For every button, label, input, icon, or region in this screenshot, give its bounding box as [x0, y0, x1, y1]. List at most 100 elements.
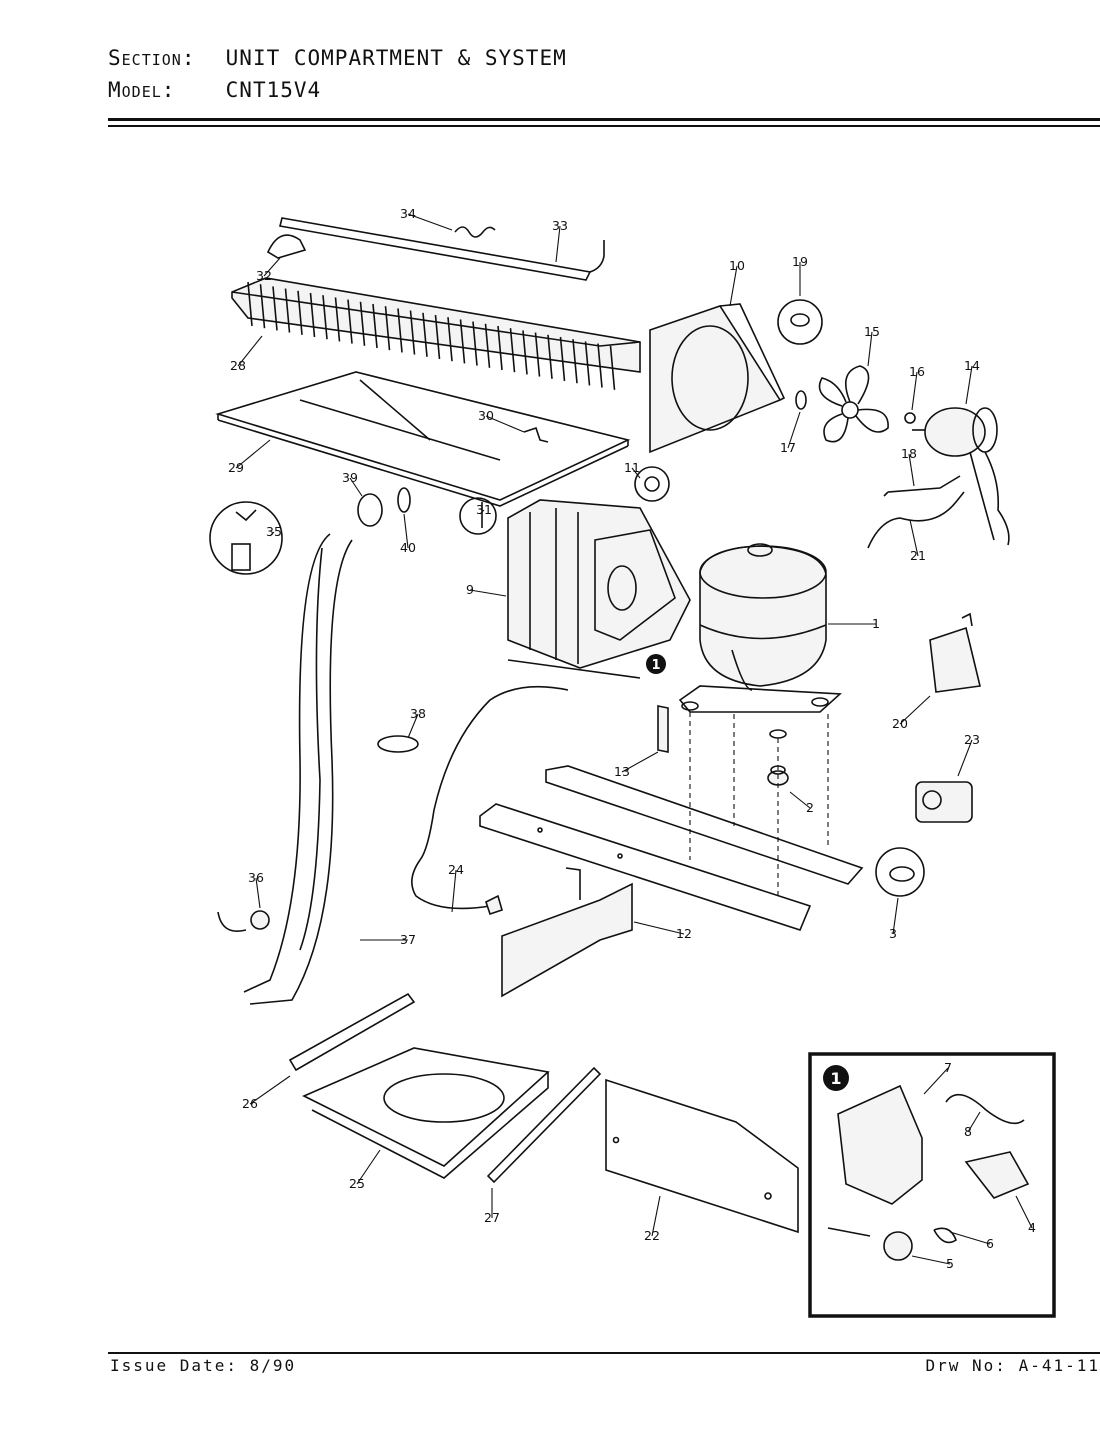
callout-3: 3	[889, 926, 897, 941]
callout-37: 37	[400, 932, 416, 947]
callout-leader-6	[949, 1231, 991, 1245]
inset-marker-main-label: 1	[651, 658, 660, 673]
inset-marker-box	[823, 1065, 849, 1091]
callout-10: 10	[729, 258, 745, 273]
callout-leader-12	[633, 921, 685, 935]
drain-grommet	[357, 493, 383, 527]
header-section-row: Section: UNIT COMPARTMENT & SYSTEM	[108, 46, 567, 70]
callout-leader-21	[909, 519, 919, 557]
callout-9: 9	[466, 582, 474, 597]
power-cord	[411, 685, 569, 910]
callout-leader-18	[908, 453, 915, 487]
callout-30: 30	[478, 408, 494, 423]
callout-leader-8	[967, 1111, 981, 1133]
callout-leader-38	[407, 713, 419, 739]
callout-leader-39	[349, 477, 363, 497]
cord-plug	[485, 894, 503, 916]
callout-16: 16	[909, 364, 925, 379]
mounting-rail-front	[479, 803, 812, 931]
callout-5: 5	[946, 1256, 954, 1271]
callout-leader-36	[255, 877, 261, 909]
compressor-bracket	[501, 867, 633, 998]
motor-bracket	[883, 475, 961, 497]
callout-32: 32	[256, 268, 272, 283]
capacitor	[929, 612, 981, 693]
section-label: Section:	[108, 46, 196, 70]
callout-4: 4	[1028, 1220, 1036, 1235]
callout-leader-4	[1015, 1195, 1033, 1229]
evaporator-cover-plate	[215, 371, 631, 507]
callout-20: 20	[892, 716, 908, 731]
callout-23: 23	[964, 732, 980, 747]
callout-35: 35	[266, 524, 282, 539]
drain-tube	[243, 533, 331, 993]
callout-leader-33	[555, 225, 561, 263]
callout-leader-2	[789, 791, 811, 809]
condenser	[507, 499, 691, 679]
fan-motor	[912, 407, 1010, 546]
footer-rule	[108, 1352, 1100, 1354]
issue-date: Issue Date: 8/90	[110, 1356, 297, 1375]
callout-leader-28	[237, 335, 263, 367]
callout-leader-34	[407, 213, 453, 231]
callout-leader-30	[485, 415, 525, 433]
plate-clip	[523, 426, 549, 443]
mount-clip-detail	[875, 847, 925, 897]
callout-6: 6	[986, 1236, 994, 1251]
callout-21: 21	[910, 548, 926, 563]
callout-leader-13	[621, 751, 659, 773]
callout-24: 24	[448, 862, 464, 877]
tube-clip	[217, 910, 270, 932]
callout-leader-23	[957, 739, 973, 777]
callout-leader-14	[965, 365, 973, 405]
callout-26: 26	[242, 1096, 258, 1111]
pan-rod	[486, 1066, 602, 1184]
fan-shroud	[649, 303, 786, 454]
callout-leader-22	[651, 1195, 661, 1237]
exploded-parts-diagram: 1 1 123456789101112131415161718192021222…	[209, 206, 1056, 1318]
callout-28: 28	[230, 358, 246, 373]
section-value: UNIT COMPARTMENT & SYSTEM	[225, 46, 567, 70]
callout-leader-9	[469, 589, 507, 597]
fan-washer	[904, 412, 916, 424]
evaporator-coil	[231, 277, 641, 390]
callout-leader-29	[235, 439, 271, 469]
callout-8: 8	[964, 1124, 972, 1139]
callout-39: 39	[342, 470, 358, 485]
callout-leader-40	[403, 513, 409, 549]
callout-29: 29	[228, 460, 244, 475]
callout-40: 40	[400, 540, 416, 555]
grommet-detail	[777, 299, 823, 345]
callout-19: 19	[792, 254, 808, 269]
drain-pan	[302, 1047, 550, 1179]
access-panel	[605, 1078, 799, 1234]
callout-25: 25	[349, 1176, 365, 1191]
relay	[915, 781, 973, 823]
callout-22: 22	[644, 1228, 660, 1243]
callout-leader-32	[263, 257, 281, 277]
header-model-row: Model: CNT15V4	[108, 78, 321, 102]
fan-bushing	[795, 390, 807, 410]
callout-7: 7	[944, 1060, 952, 1075]
callout-1: 1	[872, 616, 880, 631]
header-rule-thin	[108, 125, 1100, 127]
header-rule-thick	[108, 118, 1100, 121]
callout-leader-26	[249, 1075, 291, 1105]
motor-wire-harness	[867, 491, 965, 549]
filter-drier	[657, 705, 669, 753]
callout-leader-5	[911, 1255, 951, 1265]
fan-blade	[818, 365, 889, 443]
callout-2: 2	[806, 800, 814, 815]
tube-clamp	[377, 735, 419, 753]
compressor	[678, 543, 842, 739]
callout-leader-25	[356, 1149, 381, 1185]
callout-11: 11	[624, 460, 640, 475]
drain-plug	[397, 487, 411, 513]
callout-leader-35	[269, 531, 275, 537]
drain-pan-bracket	[288, 992, 416, 1072]
callout-leader-20	[899, 695, 931, 725]
model-value: CNT15V4	[225, 78, 322, 102]
defrost-wire	[454, 226, 496, 238]
defrost-heater-rod	[279, 217, 605, 281]
